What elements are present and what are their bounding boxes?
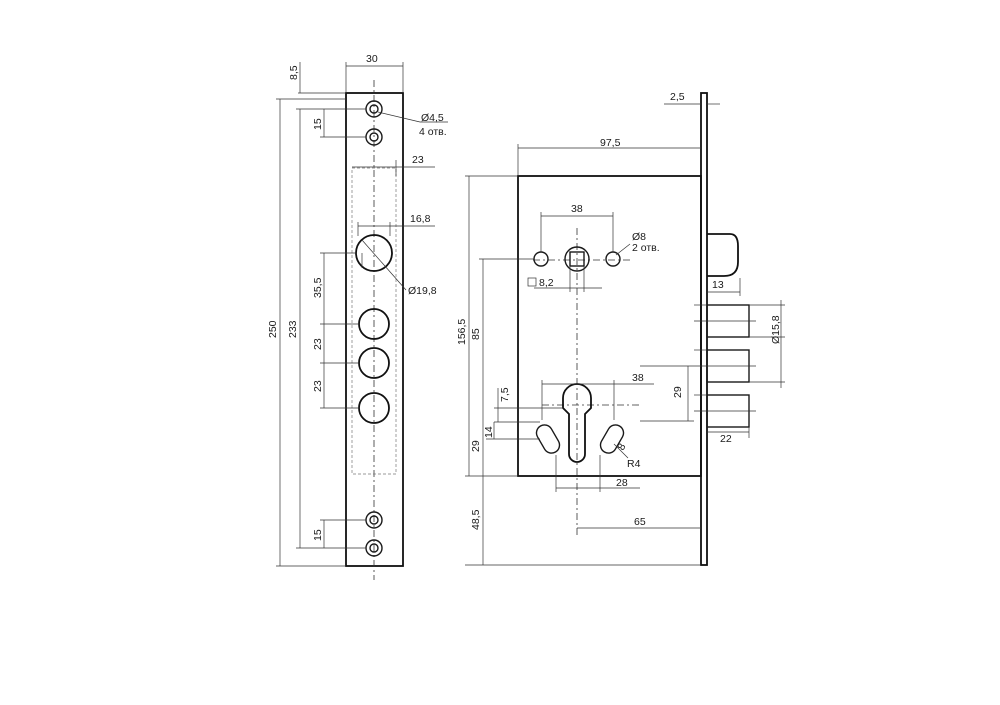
- spindle-hole-right: [605, 251, 621, 267]
- dim-bolt-pitch-1: 23: [312, 338, 324, 350]
- dim-backset: 97,5: [600, 137, 621, 149]
- dim-slot-width: 8: [615, 441, 628, 452]
- dim-overall-length: 250: [267, 320, 279, 338]
- spindle-square: [569, 251, 585, 267]
- dim-spindle-square: 8,2: [539, 277, 554, 289]
- dim-bottom-hole-pitch: 15: [312, 529, 324, 541]
- dim-bolt-spacing: 29: [672, 386, 684, 398]
- dim-cylinder-slots-span: 38: [632, 372, 644, 384]
- dim-latch-to-bolt: 35,5: [312, 277, 324, 298]
- dim-spindle-holes-span: 38: [571, 203, 583, 215]
- spindle-hub: [564, 246, 590, 272]
- screw-hole-count: 4 отв.: [419, 126, 447, 138]
- latch-bolt: [707, 233, 739, 277]
- dim-hole-span: 233: [287, 320, 299, 338]
- dim-bolt-diameter: Ø15,8: [770, 315, 782, 344]
- dim-height-to-spindle: 156,5: [456, 319, 468, 345]
- dim-bolt-projection: 22: [720, 433, 732, 445]
- dim-spindle-hole-diameter: Ø8: [632, 231, 646, 243]
- faceplate-outline: [345, 92, 404, 567]
- dim-cylinder-backset: 65: [634, 516, 646, 528]
- dim-screw-hole-diameter: Ø4,5: [421, 112, 444, 124]
- dim-top-hole-pitch: 15: [312, 118, 324, 130]
- faceplate-view: 30 8,5 250 233 15 15 Ø4,5 4 отв. 23: [267, 53, 448, 580]
- dim-top-offset: 8,5: [288, 65, 300, 80]
- dim-slot-height: 14: [483, 426, 495, 438]
- faceplate-window: [351, 167, 397, 475]
- dim-spindle-to-cylinder: 85: [470, 328, 482, 340]
- dim-bottom-distance: 48,5: [470, 509, 482, 530]
- spindle-hole-left: [533, 251, 549, 267]
- dim-latch-offset: 16,8: [410, 213, 431, 225]
- dim-cylinder-width: 28: [616, 477, 628, 489]
- cylinder-slot-right: [599, 424, 625, 454]
- lockbody-faceplate: [700, 92, 708, 566]
- dim-latch-projection: 13: [712, 279, 724, 291]
- square-symbol-icon: [527, 277, 537, 287]
- cylinder-slot-left: [535, 424, 561, 454]
- lockbody-case: [517, 175, 702, 477]
- dim-window-width: 23: [412, 154, 424, 166]
- lockbody-view: 38 Ø8 2 отв. 8,2 97,5 2,5 13: [456, 91, 785, 566]
- cylinder-profile: [562, 383, 592, 463]
- dim-plate-thickness: 2,5: [670, 91, 685, 103]
- dim-lower-offset: 29: [470, 440, 482, 452]
- spindle-hole-count: 2 отв.: [632, 242, 660, 254]
- dim-latch-hole-diameter: Ø19,8: [408, 285, 437, 297]
- dim-bolt-pitch-2: 23: [312, 380, 324, 392]
- dim-slot-radius: R4: [627, 458, 641, 470]
- dim-slot-offset: 7,5: [499, 387, 511, 402]
- dim-faceplate-width: 30: [366, 53, 378, 65]
